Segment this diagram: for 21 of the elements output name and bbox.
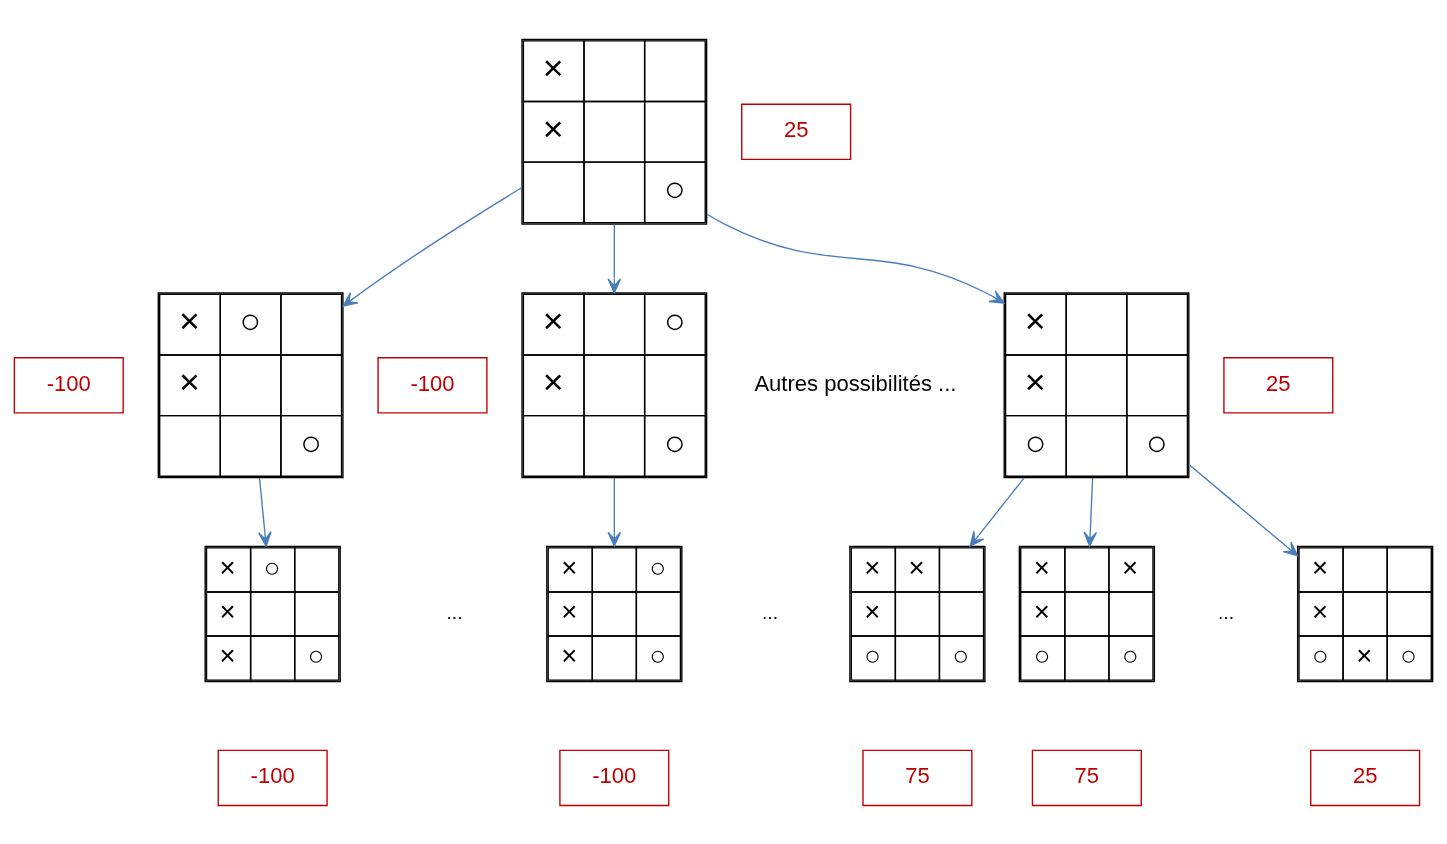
arrow: [257, 476, 272, 547]
label: Autres possibilités ...: [754, 370, 957, 396]
node-box: 25: [741, 103, 852, 160]
label: ...: [761, 601, 779, 623]
arrow: [607, 223, 622, 293]
arrow: [706, 212, 1005, 304]
arrow: [969, 476, 1025, 547]
arrow: [1083, 476, 1098, 547]
node-box: -100: [377, 356, 488, 414]
node-box: 75: [1031, 749, 1142, 806]
label: ...: [1217, 601, 1235, 623]
node-box: -100: [217, 749, 328, 806]
node-box: -100: [13, 356, 124, 414]
node-box: 25: [1310, 749, 1421, 806]
node-box: -100: [559, 749, 670, 806]
arrow: [607, 476, 622, 547]
node-box: 75: [862, 749, 973, 806]
arrow: [342, 186, 523, 307]
node-box: 25: [1223, 356, 1334, 414]
label: ...: [446, 601, 463, 623]
arrow: [1188, 463, 1299, 556]
